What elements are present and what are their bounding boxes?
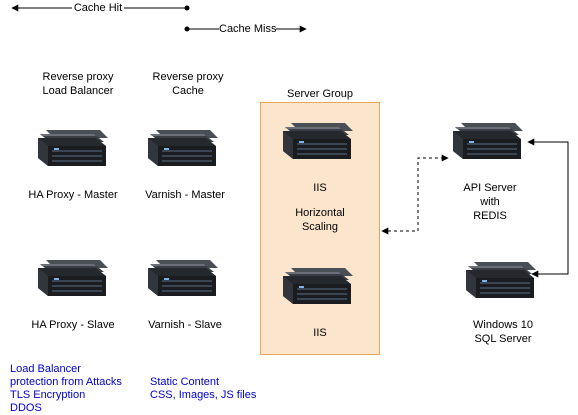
static-content-notes: Static Content CSS, Images, JS files (150, 376, 256, 402)
haproxy-slave-label: HA Proxy - Slave (31, 319, 115, 331)
lb-note-line2: protection from Attacks (10, 376, 122, 388)
server-rack-icon (38, 259, 108, 297)
cache-header-line1: Reverse proxy (152, 71, 224, 83)
cache-header-line2: Cache (172, 85, 204, 97)
server-rack-icon (466, 261, 536, 299)
scaling-line2: Scaling (301, 221, 339, 233)
api-server-label: API Server with REDIS (440, 181, 540, 223)
cache-miss-legend-line (184, 25, 307, 33)
cache-miss-label: Cache Miss (219, 23, 277, 35)
server-rack-icon (38, 129, 108, 167)
server-rack-icon (148, 259, 218, 297)
lb-header: Reverse proxy Load Balancer (28, 70, 128, 98)
lb-header-line1: Reverse proxy (42, 71, 114, 83)
api-to-sql-connector (527, 138, 569, 278)
horizontal-scaling-note: Horizontal Scaling (270, 206, 370, 234)
server-rack-icon (283, 122, 353, 160)
haproxy-master-label: HA Proxy - Master (28, 189, 118, 201)
lb-note-line4: DDOS (10, 402, 42, 414)
server-rack-icon (148, 129, 218, 167)
scaling-line1: Horizontal (295, 207, 345, 219)
api-line3: REDIS (473, 210, 507, 222)
cache-hit-legend-line (11, 4, 190, 12)
iis-bottom-label: IIS (313, 327, 327, 339)
cache-hit-label: Cache Hit (73, 2, 123, 14)
lb-header-line2: Load Balancer (42, 85, 114, 97)
api-line2: with (480, 196, 500, 208)
sql-line2: SQL Server (474, 333, 532, 345)
sql-server-label: Windows 10 SQL Server (453, 318, 553, 346)
sql-line1: Windows 10 (473, 319, 533, 331)
server-group-title: Server Group (286, 88, 354, 100)
api-line1: API Server (463, 182, 517, 194)
static-note-line2: CSS, Images, JS files (150, 389, 257, 401)
varnish-master-label: Varnish - Master (145, 189, 225, 201)
static-note-line1: Static Content (150, 376, 220, 388)
iis-top-label: IIS (313, 182, 327, 194)
server-rack-icon (283, 267, 353, 305)
lb-note-line3: TLS Encryption (10, 389, 86, 401)
group-to-api-connector (381, 154, 449, 235)
load-balancer-notes: Load Balancer protection from Attacks TL… (10, 363, 122, 415)
server-rack-icon (453, 122, 523, 160)
cache-header: Reverse proxy Cache (138, 70, 238, 98)
lb-note-line1: Load Balancer (10, 363, 81, 375)
varnish-slave-label: Varnish - Slave (148, 319, 222, 331)
